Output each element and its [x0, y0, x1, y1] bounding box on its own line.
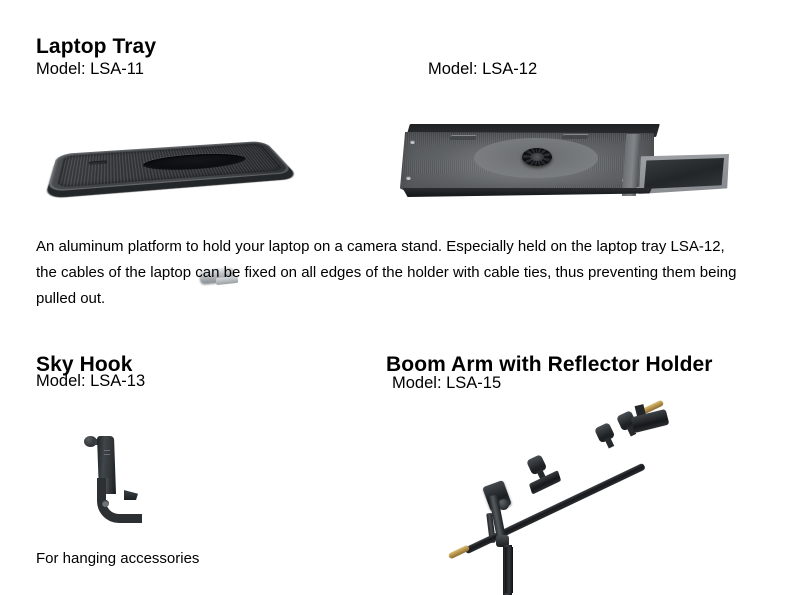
light-stand-collar [496, 535, 509, 547]
product-description-laptop-tray: An aluminum platform to hold your laptop… [36, 238, 737, 307]
sky-hook-eyelet [102, 500, 109, 507]
light-stand-shaft [505, 547, 513, 593]
tray-lsa12-front-edge [402, 188, 652, 197]
tray-lsa11-shell [46, 140, 295, 192]
sky-hook-knob-stem [92, 439, 101, 445]
boom-arm-locking-knob [498, 499, 509, 510]
laptop-tray-lsa11-photo [46, 118, 295, 286]
tray-lsa12-corner-hole [406, 176, 411, 180]
tray-lsa12-corner-hole [410, 140, 415, 144]
tray-lsa11-body [46, 140, 295, 192]
product-title-boom-arm: Boom Arm with Reflector Holder [386, 353, 713, 377]
product-title-sky-hook: Sky Hook [36, 353, 133, 377]
clamp-neck [604, 436, 615, 449]
tray-lsa12-cable-slot-right [561, 134, 589, 139]
sky-hook-knob [84, 436, 97, 447]
laptop-tray-lsa12-photo [396, 118, 732, 204]
model-label-lsa13: Model: LSA-13 [36, 372, 146, 390]
tray-lsa11-rim [46, 140, 295, 192]
product-title-laptop-tray: Laptop Tray [36, 35, 157, 59]
model-label-lsa15: Model: LSA-15 [392, 374, 502, 392]
sky-hook-lsa13-photo [80, 430, 150, 523]
tray-lsa12-hub-center [530, 153, 544, 161]
sky-hook-shank-marks [104, 450, 110, 451]
boom-arm-lsa15-photo [430, 395, 675, 595]
tray-lsa12-mount-hub [522, 148, 552, 166]
tray-lsa12-cable-slot-left [449, 135, 477, 140]
sky-hook-curve [97, 478, 142, 523]
tray-lsa12-extension-pad [644, 158, 724, 189]
sky-hook-tip [124, 490, 138, 500]
tray-lsa11-cable-slot [89, 160, 108, 165]
model-label-lsa11: Model: LSA-11 [36, 60, 144, 78]
model-label-lsa12: Model: LSA-12 [428, 60, 538, 78]
caption-sky-hook: For hanging accessories [36, 550, 200, 567]
